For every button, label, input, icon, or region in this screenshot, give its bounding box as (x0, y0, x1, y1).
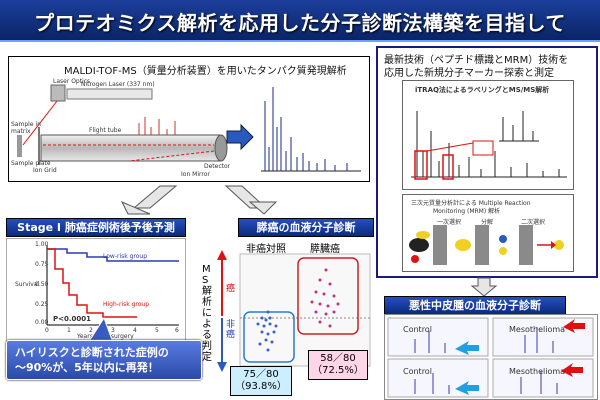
recurrence-callout: ハイリスクと診断された症例の ～90%が、5年以内に再発！ (6, 340, 202, 380)
spectrum-peaks (264, 87, 348, 171)
low-risk-label: Low-risk group (103, 253, 148, 260)
x-tick-4: 4 (133, 327, 137, 334)
meso-mesothelioma-top: Mesothelioma (509, 325, 566, 334)
slide-title: プロテオミクス解析を応用した分子診断法構築を目指して (34, 11, 566, 35)
mrm-box: 三次元質量分析計による Multiple Reaction Monitoring… (402, 194, 574, 272)
x-tick-0: 0 (45, 327, 49, 334)
label-sample-in-matrix: Sample in matrix (11, 121, 41, 135)
mrm-schematic (409, 225, 564, 265)
label-flight-tube: Flight tube (89, 127, 122, 134)
stage1-label: Stage Ⅰ 肺癌症例術後予後予測 (6, 218, 186, 237)
survival-plot (46, 245, 179, 326)
nitrogen-laser-shape (66, 88, 153, 100)
right-heading-line2: 応用した新規分子マーカー探索と測定 (384, 68, 554, 79)
non-cancer-result-line1: 75／80 (243, 369, 279, 380)
x-tick-2: 2 (89, 327, 93, 334)
side-label: MS解析による判定 (202, 264, 212, 363)
sample-plate-shape (17, 135, 22, 157)
title-banner: プロテオミクス解析を応用した分子診断法構築を目指して (0, 0, 600, 42)
maldi-diagram (17, 75, 363, 175)
label-ion-grid: Ion Grid (33, 167, 57, 174)
arrow-left-down (132, 185, 178, 209)
laser-beam (22, 100, 58, 146)
label-laser-optics: Laser Optics (53, 78, 91, 85)
mrm-title-line1: 三次元質量分析計による Multiple Reaction (411, 200, 531, 207)
arrow-left-head (120, 201, 151, 215)
non-cancer-mark: 非癌 (226, 320, 236, 340)
mrm-stage-1: 一次選択 (437, 219, 462, 226)
itraq-title: iTRAQ法によるラベリングとMS/MS解析 (415, 86, 550, 94)
pancreas-label: 膵癌の血液分子診断 (238, 218, 374, 237)
high-risk-label: High-risk group (103, 301, 150, 308)
callout-line1: ハイリスクと診断された症例の (15, 346, 169, 359)
flight-tube-shape (40, 134, 222, 162)
right-heading-line1: 最新技術（ペプチド標識とMRM）技術を (384, 55, 569, 66)
stage1-chart-panel: 1.00 0.75 0.50 0.25 0.00 Survival Years … (6, 238, 186, 344)
marker-discovery-panel: 最新技術（ペプチド標識とMRM）技術を 応用した新規分子マーカー探索と測定 iT… (376, 46, 598, 278)
label-detector: Detector (204, 163, 231, 170)
mini-spectrum (138, 117, 176, 135)
cancer-dots (310, 268, 340, 328)
survival-x-label: Years after surgery (77, 333, 134, 340)
x-tick-5: 5 (155, 327, 159, 334)
survival-y-label: Survival (15, 281, 40, 288)
cancer-result-line2: （72.5%） (312, 365, 364, 376)
laser-optics-shape (50, 84, 66, 102)
x-tick-1: 1 (67, 327, 71, 334)
non-cancer-result-box: 75／80 （93.8%） (230, 366, 292, 396)
y-tick-1: 0.75 (35, 261, 49, 268)
meso-spectra (387, 317, 594, 398)
y-tick-0: 1.00 (35, 241, 49, 248)
col-cancer: 膵臓癌 (310, 244, 340, 255)
arrow-to-spectrum (226, 123, 254, 151)
col-non-cancer: 非癌対照 (246, 244, 286, 255)
y-tick-4: 0.00 (35, 319, 49, 326)
x-tick-3: 3 (111, 327, 115, 334)
ion-mirror-shape (214, 134, 228, 162)
itraq-spectra (411, 111, 567, 180)
arrow-down-meso (470, 277, 498, 297)
cancer-mark: 癌 (226, 284, 236, 294)
meso-panel: Control Mesothelioma Control Mesotheliom… (384, 314, 598, 400)
y-tick-3: 0.25 (35, 301, 49, 308)
ion-path-back (128, 150, 215, 162)
label-ion-mirror: Ion Mirror (181, 171, 210, 178)
meso-label: 悪性中皮腫の血液分子診断 (384, 296, 566, 315)
cancer-result-line1: 58／80 (320, 353, 356, 364)
spectrum-plot (259, 75, 363, 175)
low-risk-curve (47, 248, 179, 262)
arrow-right-down (224, 185, 268, 209)
itraq-box: iTRAQ法によるラベリングとMS/MS解析 (402, 80, 574, 190)
meso-control-bottom: Control (403, 367, 432, 376)
maldi-panel: MALDI-TOF-MS（質量分析装置）を用いたタンパク質発現解析 (8, 56, 370, 182)
y-tick-2: 0.50 (35, 281, 49, 288)
mrm-title-line2: Monitoring (MRM) 解析 (433, 208, 501, 215)
non-cancer-result-line2: （93.8%） (235, 381, 287, 392)
mrm-stage-3: 二次選択 (521, 219, 546, 226)
label-sample-plate: Sample plate (11, 160, 51, 167)
meso-control-top: Control (403, 325, 432, 334)
meso-mesothelioma-bottom: Mesothelioma (509, 367, 566, 376)
non-cancer-dots (256, 310, 278, 352)
maldi-heading: MALDI-TOF-MS（質量分析装置）を用いたタンパク質発現解析 (64, 66, 347, 77)
arrow-right-head (248, 201, 278, 215)
high-risk-curve (47, 248, 137, 318)
p-value: P<0.0001 (53, 315, 92, 323)
x-tick-6: 6 (175, 327, 179, 334)
callout-line2: ～90%が、5年以内に再発！ (15, 361, 159, 374)
label-nitrogen-laser: Nitrogen Laser (337 nm) (81, 81, 155, 88)
cancer-result-box: 58／80 （72.5%） (308, 350, 368, 380)
mrm-stage-2: 分解 (481, 219, 494, 226)
